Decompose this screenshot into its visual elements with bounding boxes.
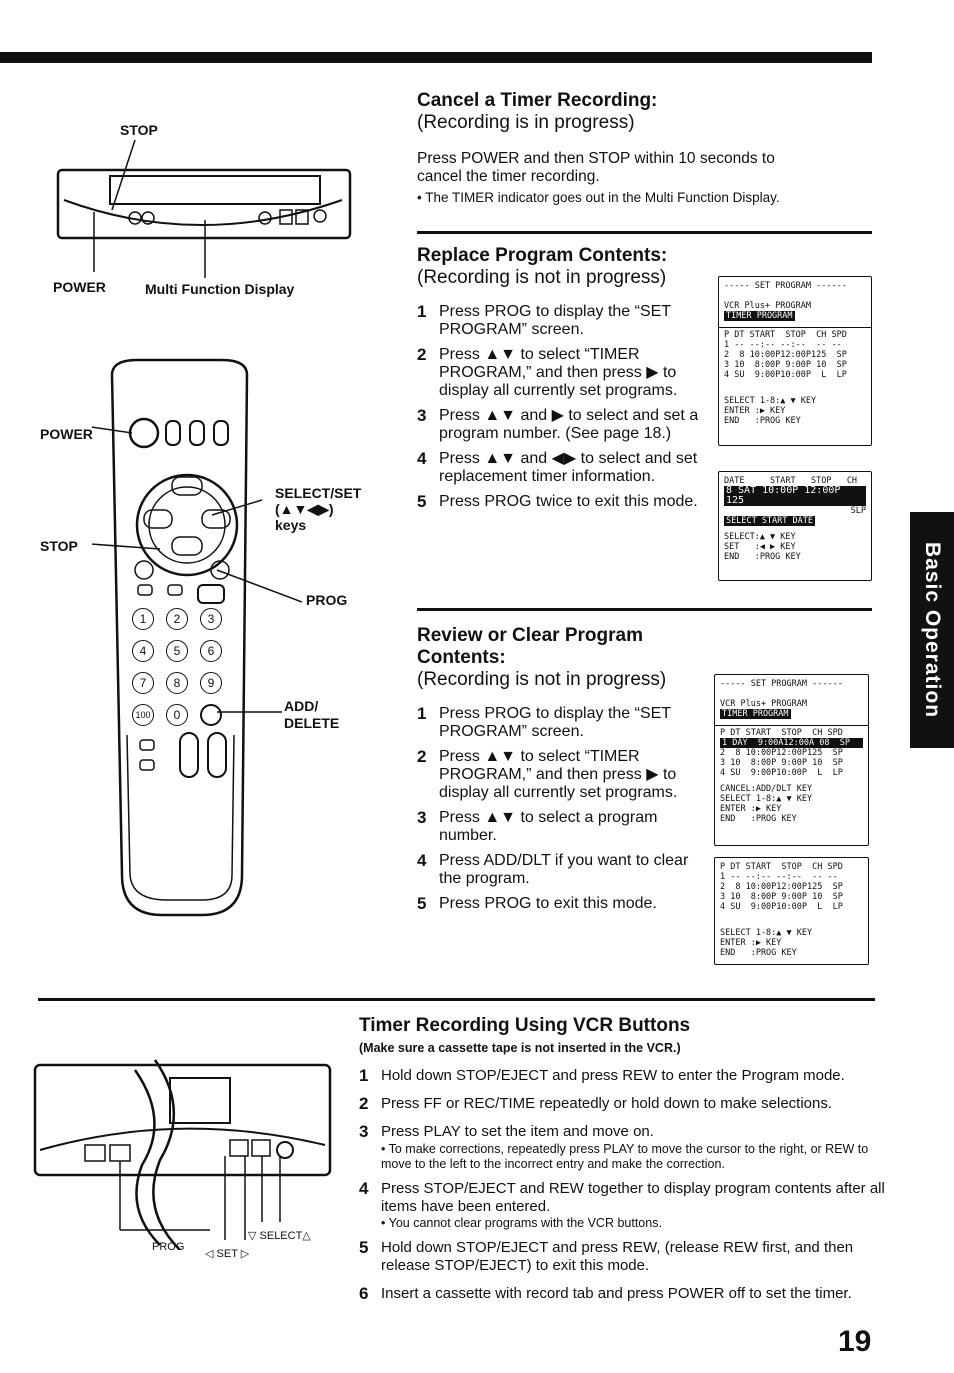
vcr-step-3-note: • To make corrections, repeatedly press … bbox=[381, 1142, 869, 1171]
vcr-step-4-note: • You cannot clear programs with the VCR… bbox=[381, 1216, 662, 1230]
remote-power-label: POWER bbox=[40, 426, 93, 442]
vcr-buttons-section: Timer Recording Using VCR Buttons (Make … bbox=[359, 1015, 889, 1310]
review-title: Review or Clear Program Contents: bbox=[417, 625, 643, 668]
stop-label: STOP bbox=[120, 122, 158, 138]
section-tab: Basic Operation bbox=[910, 512, 954, 748]
key-8: 8 bbox=[166, 672, 188, 694]
review-section: Review or Clear Program Contents: (Recor… bbox=[417, 625, 712, 920]
prog-label: PROG bbox=[306, 592, 348, 608]
vcr-front-illustration bbox=[56, 140, 352, 278]
vcr-prog-label: PROG bbox=[152, 1241, 185, 1253]
page-number: 19 bbox=[838, 1325, 872, 1358]
cancel-title: Cancel a Timer Recording: bbox=[417, 90, 658, 111]
remote-illustration bbox=[92, 358, 302, 917]
section-rule bbox=[417, 608, 872, 611]
cancel-note: • The TIMER indicator goes out in the Mu… bbox=[417, 190, 780, 205]
add-delete-label: ADD/ DELETE bbox=[284, 698, 340, 731]
key-5: 5 bbox=[166, 640, 188, 662]
vcr-select-label: ▽ SELECT△ bbox=[248, 1230, 311, 1242]
section-rule bbox=[417, 231, 872, 234]
key-3: 3 bbox=[200, 608, 222, 630]
key-100: 100 bbox=[132, 704, 154, 726]
power-label: POWER bbox=[53, 279, 106, 295]
replace-title: Replace Program Contents: bbox=[417, 245, 668, 266]
program-list-screen: P DT START STOP CH SPD 1 -- --:-- --:-- … bbox=[714, 857, 869, 965]
replace-section: Replace Program Contents: (Recording is … bbox=[417, 245, 717, 518]
remote-stop-label: STOP bbox=[40, 538, 78, 554]
vcr-buttons-title: Timer Recording Using VCR Buttons bbox=[359, 1015, 691, 1036]
key-1: 1 bbox=[132, 608, 154, 630]
section-tab-label: Basic Operation bbox=[921, 541, 944, 719]
keypad: 1 2 3 4 5 6 7 8 9 100 0 bbox=[132, 608, 242, 726]
cancel-text-1: Press POWER and then STOP within 10 seco… bbox=[417, 150, 775, 167]
cancel-section: Cancel a Timer Recording: (Recording is … bbox=[417, 90, 857, 206]
section-rule bbox=[38, 998, 875, 1001]
edit-program-screen: DATE START STOP CH 8 SAT 10:00P 12:00P 1… bbox=[718, 471, 872, 581]
replace-subtitle: (Recording is not in progress) bbox=[417, 267, 667, 288]
top-bar bbox=[0, 52, 872, 63]
key-0: 0 bbox=[166, 704, 188, 726]
key-4: 4 bbox=[132, 640, 154, 662]
vcr-buttons-illustration bbox=[33, 1059, 332, 1250]
review-subtitle: (Recording is not in progress) bbox=[417, 669, 667, 690]
select-set-label: SELECT/SET (▲▼◀▶) keys bbox=[275, 485, 362, 533]
cancel-text-2: cancel the timer recording. bbox=[417, 168, 600, 185]
key-9: 9 bbox=[200, 672, 222, 694]
key-2: 2 bbox=[166, 608, 188, 630]
key-7: 7 bbox=[132, 672, 154, 694]
add-delete-button-icon bbox=[200, 704, 222, 726]
key-6: 6 bbox=[200, 640, 222, 662]
vcr-buttons-subtitle: (Make sure a cassette tape is not insert… bbox=[359, 1041, 681, 1055]
display-label: Multi Function Display bbox=[145, 281, 295, 297]
vcr-set-label: ◁ SET ▷ bbox=[205, 1248, 250, 1260]
cancel-subtitle: (Recording is in progress) bbox=[417, 112, 635, 133]
set-program-screen-a: ----- SET PROGRAM ------ VCR Plus+ PROGR… bbox=[718, 276, 872, 446]
set-program-screen-b: ----- SET PROGRAM ------ VCR Plus+ PROGR… bbox=[714, 674, 869, 846]
